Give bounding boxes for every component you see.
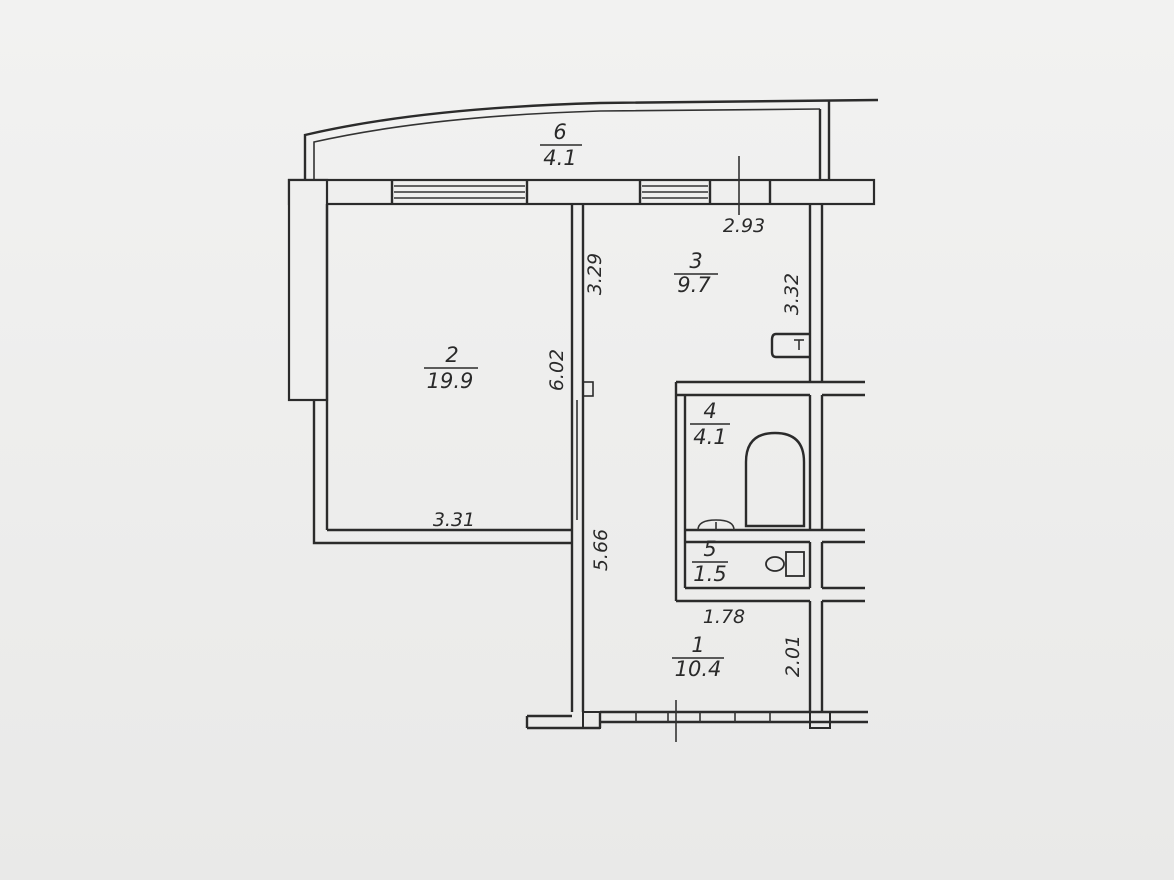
- partition-room-hall: [570, 204, 594, 712]
- svg-text:9.7: 9.7: [677, 273, 711, 297]
- svg-text:6: 6: [553, 120, 566, 144]
- svg-text:4: 4: [703, 399, 716, 423]
- bathtub-icon: [744, 431, 806, 528]
- washbasin-icon: [697, 519, 735, 531]
- dimension-room-depth: 6.02: [546, 349, 568, 391]
- wall-right: [808, 204, 824, 712]
- exterior-wall-left: [287, 178, 572, 545]
- svg-text:1.5: 1.5: [693, 562, 726, 586]
- dimension-kitchen-depth-right: 3.32: [781, 273, 803, 315]
- svg-text:4.1: 4.1: [693, 425, 726, 449]
- dimension-hall-depth: 2.01: [782, 635, 804, 677]
- dimension-kitchen-width: 2.93: [723, 215, 765, 237]
- svg-text:2: 2: [445, 343, 458, 367]
- room-label-5: 5 1.5: [692, 537, 728, 586]
- svg-text:10.4: 10.4: [675, 657, 722, 681]
- svg-text:19.9: 19.9: [427, 369, 474, 393]
- svg-text:1: 1: [691, 633, 704, 657]
- dimension-room-width: 3.31: [433, 509, 475, 531]
- svg-text:3: 3: [689, 249, 702, 273]
- svg-text:4.1: 4.1: [543, 146, 576, 170]
- room-label-3: 3 9.7: [674, 249, 718, 297]
- balcony-outline: [303, 98, 879, 180]
- sink-icon: [770, 332, 810, 359]
- room-label-2: 2 19.9: [424, 343, 478, 393]
- dimension-kitchen-depth-left: 3.29: [584, 253, 606, 295]
- bathroom-block: [674, 380, 865, 603]
- dimension-hall-length: 5.66: [590, 529, 612, 571]
- room-label-4: 4 4.1: [690, 399, 730, 449]
- room-label-1: 1 10.4: [672, 633, 724, 681]
- toilet-icon: [765, 551, 805, 577]
- exterior-wall-bottom: [525, 710, 868, 730]
- room-label-6: 6 4.1: [540, 120, 582, 170]
- window-right: [642, 185, 708, 199]
- dimension-hall-width: 1.78: [703, 606, 745, 628]
- window-left: [394, 185, 525, 199]
- svg-text:5: 5: [703, 537, 716, 561]
- exterior-wall-top: [287, 178, 876, 206]
